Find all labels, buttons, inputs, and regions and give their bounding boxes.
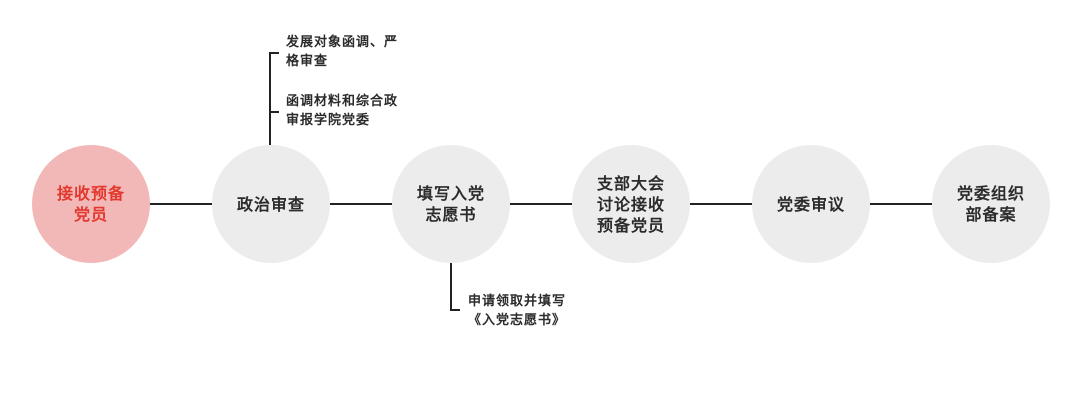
- step-node-fill-application: 填写入党 志愿书: [392, 145, 510, 263]
- political-review-note-2: 函调材料和综合政 审报学院党委: [286, 94, 399, 128]
- connector-3-4: [510, 203, 572, 205]
- political-review-bracket-tick-2: [269, 111, 279, 113]
- step-node-political-review: 政治审查: [212, 145, 330, 263]
- connector-1-2: [150, 203, 212, 205]
- application-form-note: 申请领取并填写 《入党志愿书》: [468, 294, 567, 328]
- step-node-organization-filing: 党委组织 部备案: [932, 145, 1050, 263]
- step-label-organization-filing: 党委组织 部备案: [956, 184, 1025, 224]
- step-node-receive-probationary-member: 接收预备 党员: [32, 145, 150, 263]
- step-label-branch-meeting: 支部大会 讨论接收 预备党员: [596, 173, 665, 235]
- political-review-bracket-tick-1: [269, 52, 279, 54]
- step-node-branch-meeting: 支部大会 讨论接收 预备党员: [572, 145, 690, 263]
- political-review-note-1: 发展对象函调、严 格审查: [286, 35, 399, 69]
- application-form-bracket-tick: [450, 309, 460, 311]
- step-label-receive-probationary-member: 接收预备 党员: [56, 184, 125, 224]
- step-label-fill-application: 填写入党 志愿书: [416, 184, 485, 224]
- step-label-committee-review: 党委审议: [776, 194, 845, 214]
- connector-4-5: [690, 203, 752, 205]
- connector-5-6: [870, 203, 932, 205]
- step-node-committee-review: 党委审议: [752, 145, 870, 263]
- connector-2-3: [330, 203, 392, 205]
- application-form-bracket: [450, 263, 452, 311]
- political-review-bracket: [269, 52, 271, 145]
- step-label-political-review: 政治审查: [236, 194, 305, 214]
